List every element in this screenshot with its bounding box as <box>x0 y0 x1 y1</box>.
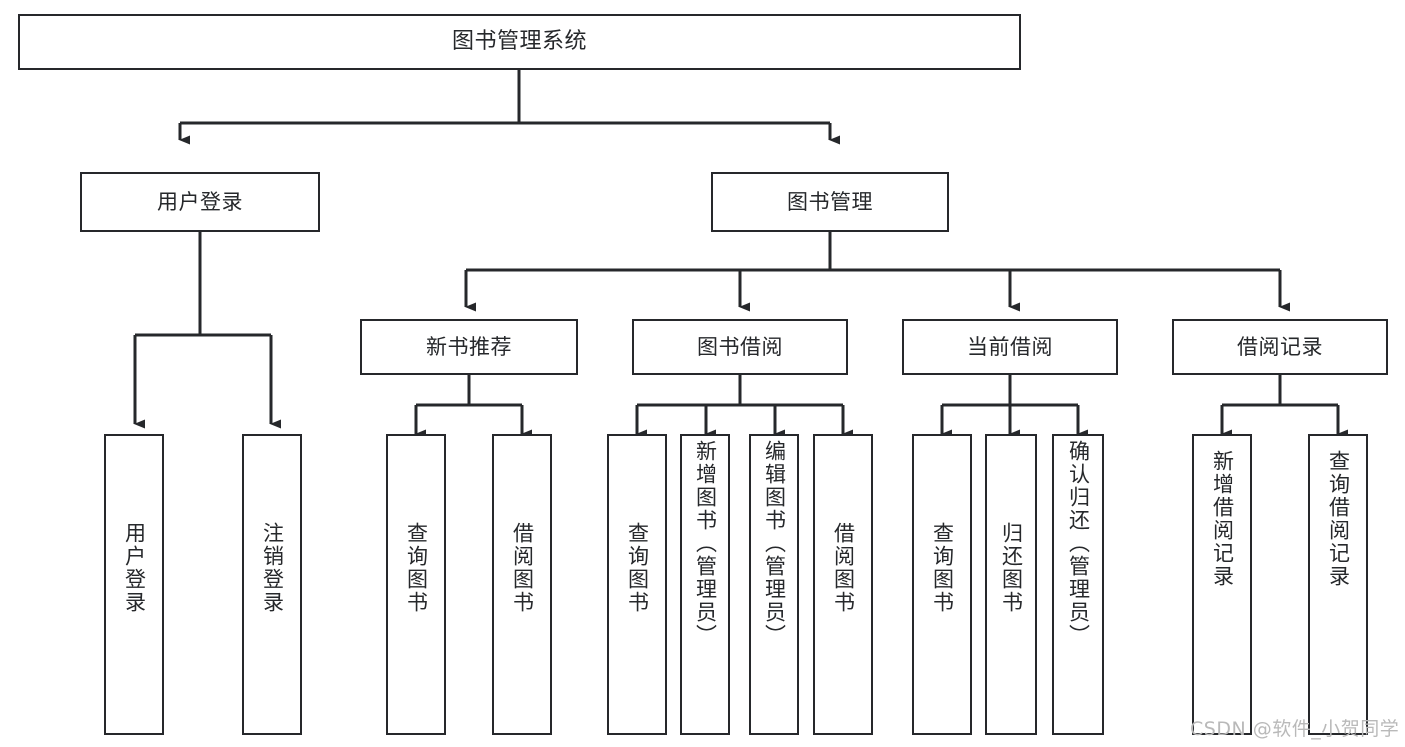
leaf-book-borrow-edit-label: 编辑图书（管理员） <box>762 440 787 647</box>
csdn-watermark: CSDN @软件_小贺同学 <box>1190 718 1400 740</box>
node-user-login-label: 用户登录 <box>157 189 243 214</box>
leaf-book-borrow-edit[interactable]: 编辑图书（管理员） <box>749 434 799 735</box>
leaf-user-login-logout[interactable]: 注销登录 <box>242 434 302 735</box>
leaf-new-book-borrow-label: 借阅图书 <box>510 522 535 614</box>
node-borrow-record[interactable]: 借阅记录 <box>1172 319 1388 375</box>
leaf-current-borrow-confirm-return-label: 确认归还（管理员） <box>1066 440 1091 647</box>
leaf-new-book-query-label: 查询图书 <box>404 522 429 614</box>
leaf-book-borrow-query[interactable]: 查询图书 <box>607 434 667 735</box>
node-borrow-record-label: 借阅记录 <box>1237 334 1323 359</box>
leaf-new-book-query[interactable]: 查询图书 <box>386 434 446 735</box>
leaf-borrow-record-query[interactable]: 查询借阅记录 <box>1308 434 1368 735</box>
node-user-login[interactable]: 用户登录 <box>80 172 320 232</box>
node-root[interactable]: 图书管理系统 <box>18 14 1021 70</box>
leaf-book-borrow-add[interactable]: 新增图书（管理员） <box>680 434 730 735</box>
node-current-borrow[interactable]: 当前借阅 <box>902 319 1118 375</box>
node-current-borrow-label: 当前借阅 <box>967 334 1053 359</box>
leaf-book-borrow-borrow[interactable]: 借阅图书 <box>813 434 873 735</box>
leaf-current-borrow-confirm-return[interactable]: 确认归还（管理员） <box>1052 434 1104 735</box>
leaf-user-login-logout-label: 注销登录 <box>260 522 285 614</box>
leaf-book-borrow-borrow-label: 借阅图书 <box>831 522 856 614</box>
node-book-management-label: 图书管理 <box>787 189 873 214</box>
leaf-borrow-record-add[interactable]: 新增借阅记录 <box>1192 434 1252 735</box>
leaf-user-login-login[interactable]: 用户登录 <box>104 434 164 735</box>
leaf-borrow-record-add-label: 新增借阅记录 <box>1210 450 1235 588</box>
node-root-label: 图书管理系统 <box>451 29 587 55</box>
node-new-book-recommend-label: 新书推荐 <box>426 334 512 359</box>
leaf-current-borrow-return[interactable]: 归还图书 <box>985 434 1037 735</box>
node-book-borrow[interactable]: 图书借阅 <box>632 319 848 375</box>
node-book-management[interactable]: 图书管理 <box>711 172 949 232</box>
leaf-new-book-borrow[interactable]: 借阅图书 <box>492 434 552 735</box>
leaf-book-borrow-query-label: 查询图书 <box>625 522 650 614</box>
leaf-current-borrow-query-label: 查询图书 <box>930 522 955 614</box>
leaf-current-borrow-query[interactable]: 查询图书 <box>912 434 972 735</box>
node-new-book-recommend[interactable]: 新书推荐 <box>360 319 578 375</box>
leaf-user-login-login-label: 用户登录 <box>122 522 147 614</box>
leaf-current-borrow-return-label: 归还图书 <box>999 522 1024 614</box>
node-book-borrow-label: 图书借阅 <box>697 334 783 359</box>
leaf-book-borrow-add-label: 新增图书（管理员） <box>693 440 718 647</box>
leaf-borrow-record-query-label: 查询借阅记录 <box>1326 450 1351 588</box>
